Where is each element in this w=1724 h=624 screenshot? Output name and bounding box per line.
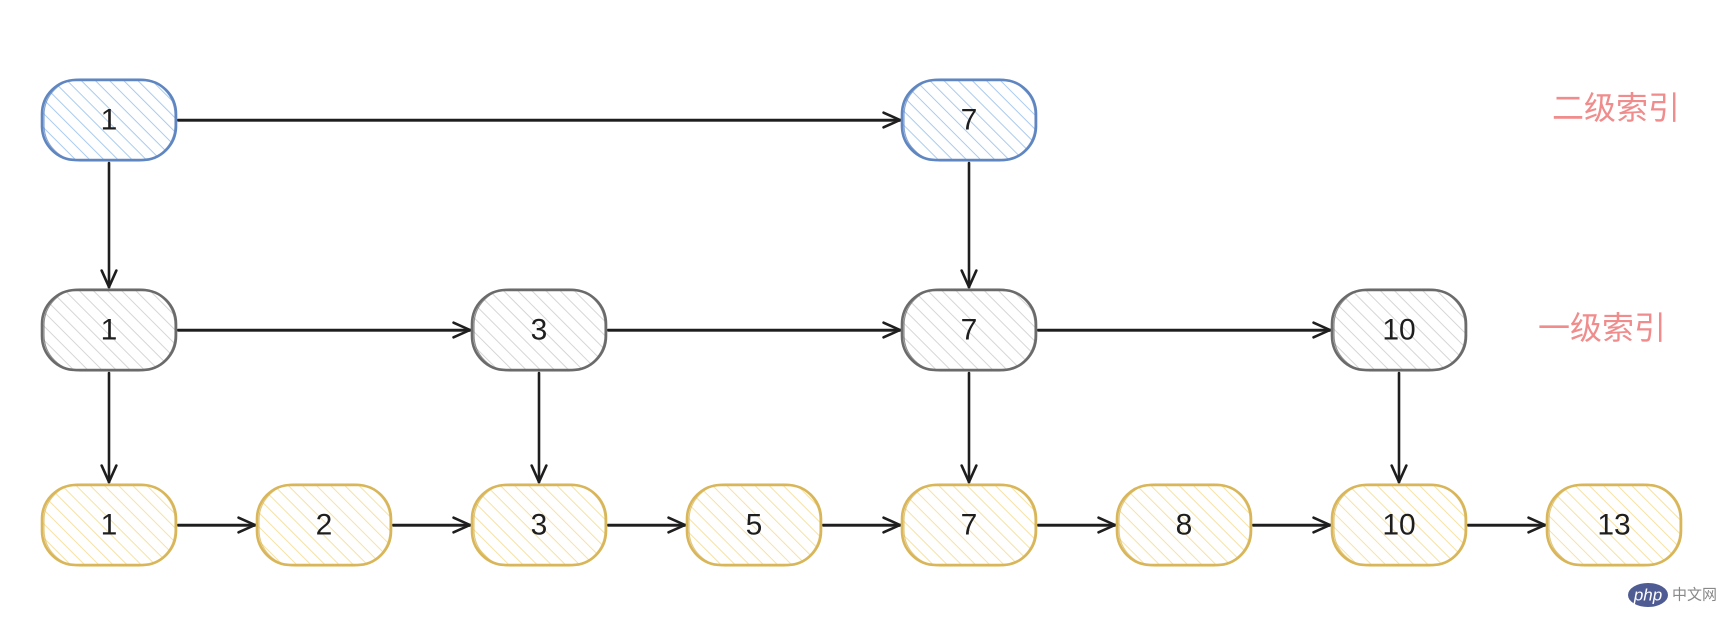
level1-node-sketch-outline — [903, 288, 1036, 372]
level2-node-value: 7 — [961, 104, 978, 137]
base-node-value: 7 — [961, 509, 978, 542]
base-node-sketch-outline — [43, 483, 176, 567]
php-logo-icon — [1628, 583, 1668, 607]
base-node-7: 7 — [900, 483, 1038, 567]
watermark-logo-text: php — [1633, 586, 1662, 605]
level1-node-value: 10 — [1382, 314, 1415, 347]
level2-node-shape — [900, 78, 1038, 162]
base-node-shape — [1330, 483, 1468, 567]
base-arrow-10-to-13 — [1466, 516, 1547, 534]
level2-node-sketch-outline — [43, 78, 176, 162]
level1-node-shape — [470, 288, 608, 372]
level1-node-10: 10 — [1330, 288, 1468, 372]
level1-node-sketch-outline — [473, 288, 606, 372]
level1-node-shape — [1330, 288, 1468, 372]
level1-node-shape — [40, 288, 178, 372]
base-node-value: 8 — [1176, 509, 1193, 542]
level1-arrow-3-to-7 — [606, 321, 902, 339]
base-node-sketch-outline — [903, 483, 1036, 567]
base-node-shape — [470, 483, 608, 567]
watermark-site-text: 中文网 — [1672, 587, 1717, 604]
base-arrow-3-to-5 — [606, 516, 687, 534]
level2-arrow-1-to-7 — [176, 111, 902, 129]
base-node-5: 5 — [685, 483, 823, 567]
base-node-13: 13 — [1545, 483, 1683, 567]
down-arrow-level2-7 — [960, 161, 978, 289]
base-node-value: 1 — [101, 509, 118, 542]
base-arrow-2-to-3 — [391, 516, 472, 534]
base-node-shape — [1545, 483, 1683, 567]
level2-node-1: 1 — [40, 78, 178, 162]
level1-node-1: 1 — [40, 288, 178, 372]
base-node-sketch-outline — [473, 483, 606, 567]
level1-node-shape — [900, 288, 1038, 372]
level1-node-sketch-outline — [43, 288, 176, 372]
base-node-3: 3 — [470, 483, 608, 567]
base-node-shape — [685, 483, 823, 567]
base-arrow-7-to-8 — [1036, 516, 1117, 534]
base-node-sketch-outline — [688, 483, 821, 567]
base-node-value: 13 — [1597, 509, 1630, 542]
level2-node-sketch-outline — [903, 78, 1036, 162]
level2-node-shape — [40, 78, 178, 162]
base-node-2: 2 — [255, 483, 393, 567]
level2-node-7: 7 — [900, 78, 1038, 162]
base-node-shape — [900, 483, 1038, 567]
level1-arrow-1-to-3 — [176, 321, 472, 339]
base-node-value: 3 — [531, 509, 548, 542]
base-node-value: 5 — [746, 509, 763, 542]
watermark: php 中文网 — [1628, 583, 1717, 607]
base-node-shape — [40, 483, 178, 567]
level2-node-value: 1 — [101, 104, 118, 137]
base-arrow-5-to-7 — [821, 516, 902, 534]
base-node-sketch-outline — [1333, 483, 1466, 567]
level1-node-7: 7 — [900, 288, 1038, 372]
base-node-sketch-outline — [258, 483, 391, 567]
arrow-layer — [100, 111, 1547, 534]
level1-node-3: 3 — [470, 288, 608, 372]
level1-node-value: 3 — [531, 314, 548, 347]
level1-arrow-7-to-10 — [1036, 321, 1332, 339]
level-2-index-label: 二级索引 — [1552, 89, 1680, 127]
base-node-shape — [255, 483, 393, 567]
base-node-1: 1 — [40, 483, 178, 567]
level-1-index-label: 一级索引 — [1538, 309, 1666, 347]
base-node-value: 10 — [1382, 509, 1415, 542]
base-node-value: 2 — [316, 509, 333, 542]
base-node-10: 10 — [1330, 483, 1468, 567]
base-node-shape — [1115, 483, 1253, 567]
base-node-8: 8 — [1115, 483, 1253, 567]
base-node-sketch-outline — [1118, 483, 1251, 567]
down-arrow-level1-3 — [530, 371, 548, 484]
down-arrow-level1-7 — [960, 371, 978, 484]
base-node-sketch-outline — [1548, 483, 1681, 567]
level1-node-value: 7 — [961, 314, 978, 347]
base-arrow-8-to-10 — [1251, 516, 1332, 534]
down-arrow-level2-1 — [100, 161, 118, 289]
level1-node-sketch-outline — [1333, 288, 1466, 372]
down-arrow-level1-1 — [100, 371, 118, 484]
base-arrow-1-to-2 — [176, 516, 257, 534]
down-arrow-level1-10 — [1390, 371, 1408, 484]
level1-node-value: 1 — [101, 314, 118, 347]
